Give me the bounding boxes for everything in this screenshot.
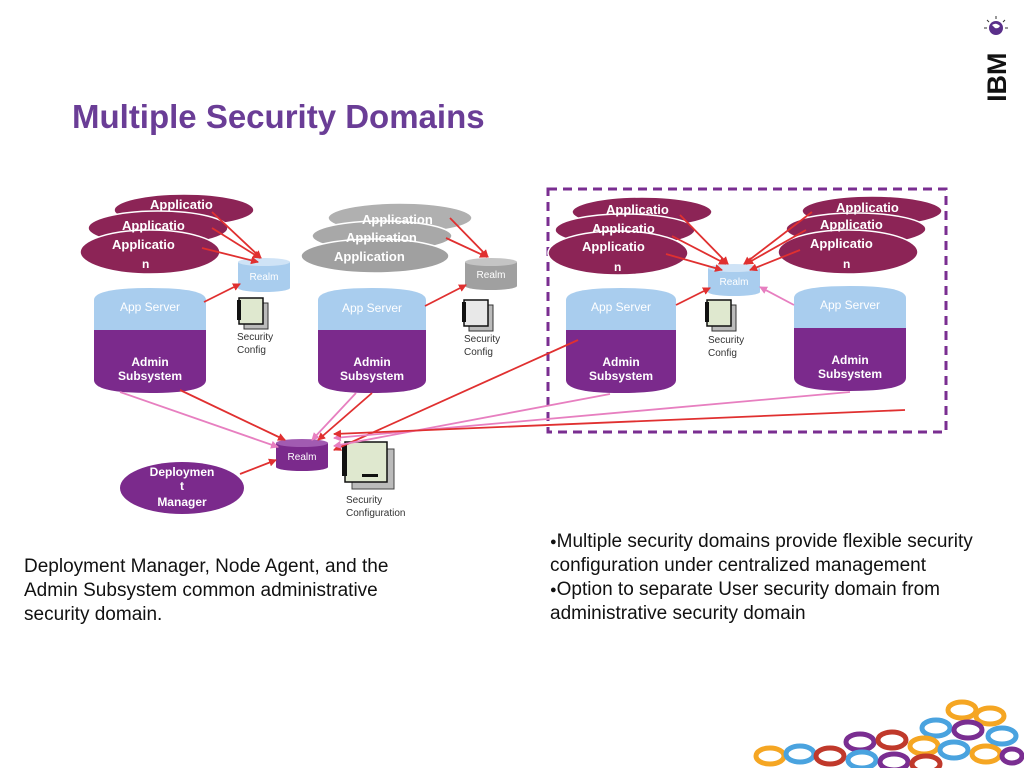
ibm-logo-text: IBM: [982, 53, 1012, 101]
svg-text:Admin: Admin: [353, 355, 390, 369]
svg-text:Subsystem: Subsystem: [589, 369, 653, 383]
cluster-middle: Application Application Application App …: [300, 202, 517, 393]
svg-text:Applicatio: Applicatio: [606, 202, 669, 217]
svg-text:Realm: Realm: [288, 452, 317, 463]
svg-text:Manager: Manager: [157, 495, 207, 509]
bullet-dot-icon: ●: [550, 536, 557, 548]
svg-text:Applicatio: Applicatio: [836, 200, 899, 215]
svg-text:n: n: [614, 260, 621, 274]
app-server-admin-middle: App Server Admin Subsystem: [318, 288, 426, 393]
svg-text:Applicatio: Applicatio: [810, 236, 873, 251]
svg-text:Subsystem: Subsystem: [340, 369, 404, 383]
svg-text:Applicatio: Applicatio: [122, 218, 185, 233]
bullet-dot-icon: ●: [550, 584, 557, 597]
applications-right-a: Applicatio Applicatio Applicatio n: [547, 196, 713, 276]
svg-text:Security: Security: [708, 335, 744, 346]
svg-text:Configuration: Configuration: [346, 508, 405, 519]
app-server-admin-left: App Server Admin Subsystem: [94, 288, 206, 393]
deployment-manager: Deploymen t Manager: [120, 462, 244, 514]
svg-text:Application: Application: [362, 212, 433, 227]
svg-text:Applicatio: Applicatio: [150, 197, 213, 212]
svg-text:App Server: App Server: [820, 298, 880, 312]
svg-text:Applicatio: Applicatio: [820, 217, 883, 232]
applications-right-b: Applicatio Applicatio Applicatio n: [777, 195, 943, 275]
svg-text:Realm: Realm: [720, 277, 749, 288]
applications-left: Applicatio Applicatio Applicatio n: [79, 193, 255, 275]
applications-middle: Application Application Application: [300, 202, 473, 274]
left-note-text: Deployment Manager, Node Agent, and the …: [24, 556, 389, 625]
security-configuration-central-icon: Security Configuration: [342, 441, 405, 519]
svg-text:App Server: App Server: [120, 300, 180, 314]
svg-text:Subsystem: Subsystem: [818, 367, 882, 381]
svg-text:Applicatio: Applicatio: [592, 221, 655, 236]
slide-title: Multiple Security Domains: [72, 98, 485, 135]
bullet-list: ●Multiple security domains provide flexi…: [550, 530, 990, 626]
svg-text:Admin: Admin: [831, 353, 868, 367]
security-config-right-icon: Security Config: [705, 299, 744, 359]
svg-text:Application: Application: [346, 230, 417, 245]
svg-text:App Server: App Server: [342, 301, 402, 315]
svg-text:Applicatio: Applicatio: [112, 237, 175, 252]
realm-left: Realm: [238, 258, 290, 292]
cluster-left: Applicatio Applicatio Applicatio n App S…: [79, 193, 290, 393]
svg-text:Realm: Realm: [250, 272, 279, 283]
ibm-logo: IBM: [982, 16, 1012, 101]
bullet-item-1: ●Multiple security domains provide flexi…: [550, 531, 973, 577]
svg-text:n: n: [843, 257, 850, 271]
app-server-admin-right-a: App Server Admin Subsystem: [566, 288, 676, 393]
realm-right: Realm: [708, 264, 760, 296]
ibm-globe-icon: [984, 16, 1008, 35]
svg-text:Realm: Realm: [477, 270, 506, 281]
user-security-domain-box: [546, 187, 948, 434]
svg-text:Admin: Admin: [131, 355, 168, 369]
svg-text:Subsystem: Subsystem: [118, 369, 182, 383]
svg-text:Security: Security: [237, 332, 273, 343]
realm-middle: Realm: [465, 258, 517, 290]
svg-text:Config: Config: [464, 347, 493, 358]
svg-text:App Server: App Server: [591, 300, 651, 314]
arrows: [119, 211, 906, 475]
svg-text:n: n: [142, 257, 149, 271]
security-config-left-icon: Security Config: [237, 297, 273, 356]
cluster-right: Applicatio Applicatio Applicatio n Appli…: [547, 195, 943, 393]
realm-central: Realm: [276, 439, 328, 471]
svg-text:Admin: Admin: [602, 355, 639, 369]
svg-text:Security: Security: [346, 495, 382, 506]
security-config-middle-icon: Security Config: [462, 299, 500, 358]
decorative-chain-graphic: [753, 699, 1024, 768]
svg-text:t: t: [180, 479, 184, 493]
svg-text:Application: Application: [334, 249, 405, 264]
svg-text:Config: Config: [237, 345, 266, 356]
bullet-item-2: ●Option to separate User security domain…: [550, 579, 940, 625]
app-server-admin-right-b: App Server Admin Subsystem: [794, 286, 906, 391]
svg-text:Config: Config: [708, 348, 737, 359]
svg-text:Applicatio: Applicatio: [582, 239, 645, 254]
svg-text:Deploymen: Deploymen: [150, 465, 215, 479]
svg-text:Security: Security: [464, 334, 500, 345]
